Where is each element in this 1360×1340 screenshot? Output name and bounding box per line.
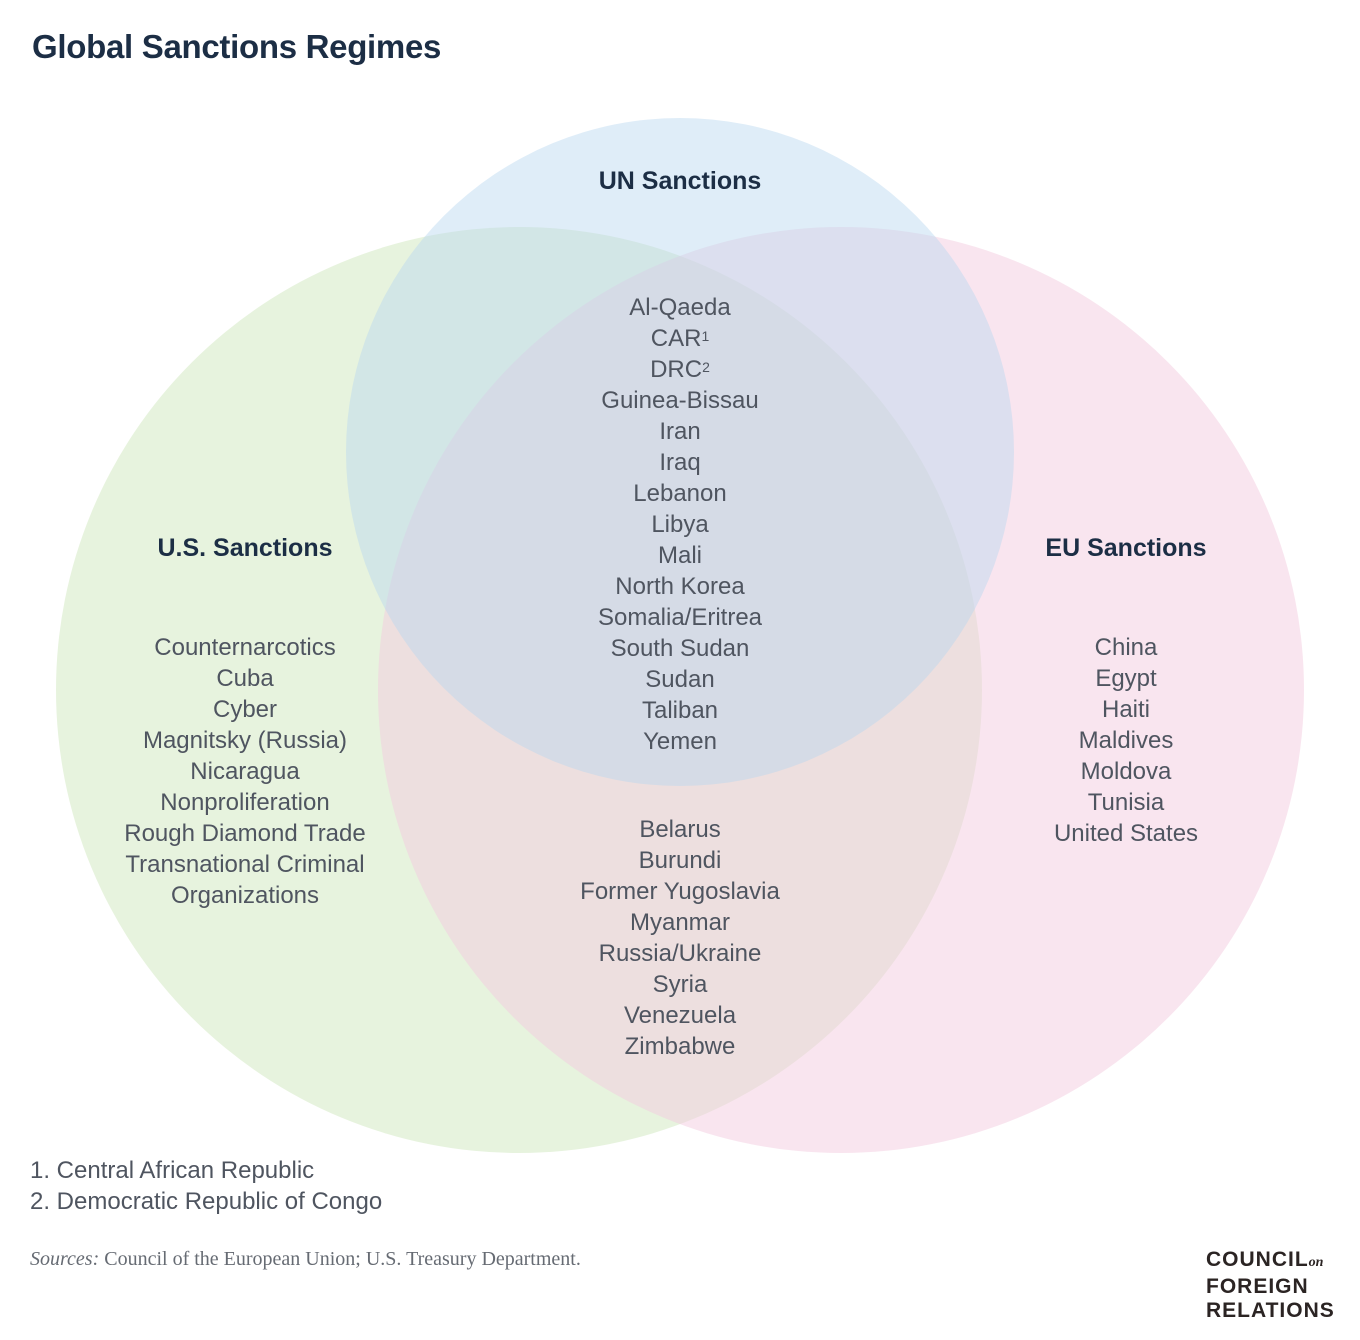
- us-only-item: Nonproliferation: [160, 789, 330, 816]
- us-only-item: Transnational Criminal: [125, 851, 365, 878]
- all-three-item: Guinea-Bissau: [601, 387, 759, 414]
- sources-label: Sources:: [30, 1248, 100, 1270]
- logo-line-2: FOREIGN: [1206, 1275, 1309, 1298]
- un-sanctions-label: UN Sanctions: [598, 167, 762, 195]
- us-eu-item: Zimbabwe: [624, 1033, 736, 1060]
- sources-text: Council of the European Union; U.S. Trea…: [99, 1248, 581, 1270]
- eu-sanctions-label: EU Sanctions: [1045, 534, 1207, 562]
- us-sanctions-label: U.S. Sanctions: [157, 534, 333, 562]
- eu-sanctions-circle: [378, 227, 1304, 1153]
- all-three-item: Libya: [651, 511, 709, 538]
- logo-line-1: COUNCIL: [1206, 1248, 1309, 1271]
- all-three-item: Sudan: [645, 666, 715, 693]
- eu-only-item: Maldives: [1078, 727, 1174, 754]
- us-eu-item: Syria: [652, 971, 708, 998]
- us-only-item: Counternarcotics: [154, 634, 336, 661]
- all-three-item: Somalia/Eritrea: [597, 604, 763, 631]
- us-only-item: Nicaragua: [190, 758, 300, 785]
- us-only-item: Cyber: [212, 696, 278, 723]
- footnotes: 1. Central African Republic 2. Democrati…: [30, 1155, 382, 1217]
- eu-only-item: China: [1094, 634, 1158, 661]
- all-three-item: Iraq: [659, 449, 701, 476]
- eu-only-item: Tunisia: [1087, 789, 1165, 816]
- eu-only-item: Moldova: [1080, 758, 1172, 785]
- us-only-item: Rough Diamond Trade: [124, 820, 366, 847]
- us-eu-item: Belarus: [639, 816, 721, 843]
- us-eu-item: Myanmar: [629, 909, 731, 936]
- sources-note: Sources: Council of the European Union; …: [30, 1248, 581, 1271]
- all-three-item: Taliban: [641, 697, 719, 724]
- all-three-item: Iran: [659, 418, 701, 445]
- all-three-item: Al-Qaeda: [629, 294, 731, 321]
- eu-only-item: Egypt: [1095, 665, 1157, 692]
- us-eu-item: Russia/Ukraine: [598, 940, 762, 967]
- footnote-2: 2. Democratic Republic of Congo: [30, 1188, 383, 1215]
- footnote-1: 1. Central African Republic: [30, 1157, 315, 1184]
- us-eu-item: Venezuela: [623, 1002, 737, 1029]
- all-three-item: Lebanon: [633, 480, 727, 507]
- us-only-item: Organizations: [170, 882, 320, 909]
- all-three-item: CAR1: [650, 325, 710, 352]
- cfr-logo: COUNCILon FOREIGN RELATIONS: [1206, 1248, 1335, 1323]
- un-sanctions-circle: [346, 118, 1014, 786]
- all-three-item: North Korea: [615, 573, 745, 600]
- all-three-item: Yemen: [643, 728, 717, 755]
- eu-only-item: United States: [1053, 820, 1199, 847]
- all-three-item: South Sudan: [610, 635, 750, 662]
- all-three-item: Mali: [657, 542, 702, 569]
- eu-only-item: Haiti: [1101, 696, 1150, 723]
- us-eu-item: Former Yugoslavia: [580, 878, 780, 905]
- us-eu-item: Burundi: [638, 847, 722, 874]
- all-three-item: DRC2: [650, 356, 710, 383]
- logo-line-3: RELATIONS: [1206, 1299, 1335, 1322]
- us-only-item: Cuba: [216, 665, 274, 692]
- logo-on: on: [1308, 1255, 1324, 1270]
- page-title: Global Sanctions Regimes: [32, 28, 442, 65]
- us-only-item: Magnitsky (Russia): [142, 727, 348, 754]
